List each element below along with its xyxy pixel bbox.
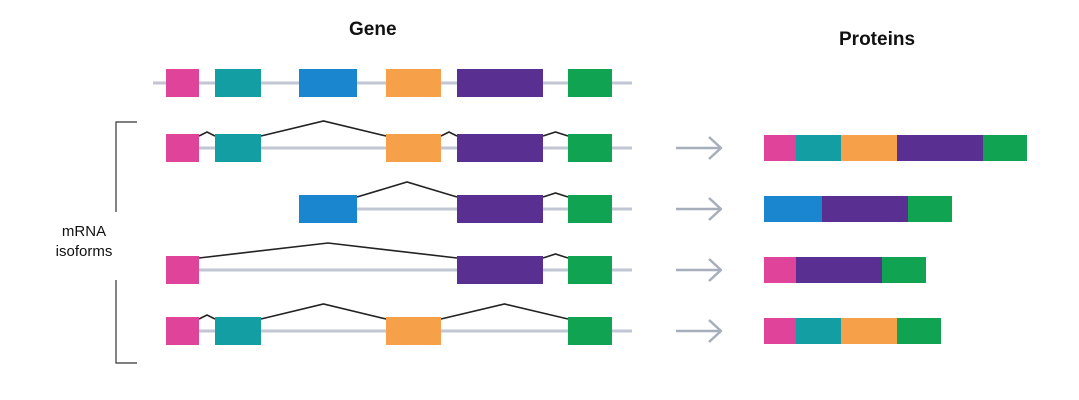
isoform-3-exon1-block [166,256,199,284]
isoform-3-exon5-block [457,256,543,284]
protein-3-exon6-segment [882,257,926,283]
side-label-line1: mRNA [61,223,107,240]
protein-3-exon1-segment [764,257,796,283]
isoform-2-splice-connector [356,181,458,198]
isoform-1-exon5-block [457,134,543,162]
protein-1-exon4-segment [841,135,897,161]
isoform-1-exon1-block [166,134,199,162]
isoform-1-exon6-block [568,134,612,162]
isoform-3-exon6-block [568,256,612,284]
gene-title: Gene [349,19,397,40]
gene-exon5-block [457,69,543,97]
protein-1-exon1-segment [764,135,796,161]
protein-1-exon2-segment [796,135,841,161]
isoform-2-splice-connector [542,192,569,198]
isoform-2-exon3-block [299,195,357,223]
protein-4-exon4-segment [841,318,897,344]
isoform-4-splice-connector [198,314,216,320]
gene-exon2-block [215,69,261,97]
isoform-3-splice-connector [542,253,569,259]
isoform-4-arrow-head [708,319,723,343]
protein-1-exon6-segment [983,135,1027,161]
protein-4-exon2-segment [796,318,841,344]
isoform-2-exon6-block [568,195,612,223]
isoform-4-exon2-block [215,317,261,345]
isoform-1-splice-connector [542,131,569,137]
side-label-line2: isoforms [55,243,113,260]
isoform-4-exon6-block [568,317,612,345]
gene-exon4-block [386,69,441,97]
isoforms-bracket-bottom [115,280,137,364]
isoform-1-arrow-head [708,136,723,160]
protein-2-exon3-segment [764,196,822,222]
isoform-4-exon4-block [386,317,441,345]
isoform-4-splice-connector [440,303,569,320]
protein-4-exon1-segment [764,318,796,344]
isoform-4-splice-connector [260,303,387,320]
isoform-1-splice-connector [198,131,216,137]
isoform-1-splice-connector [260,120,387,137]
isoform-2-arrow-head [708,197,723,221]
proteins-title: Proteins [839,29,916,50]
gene-exon1-block [166,69,199,97]
protein-4-exon6-segment [897,318,941,344]
gene-exon6-block [568,69,612,97]
gene-exon3-block [299,69,357,97]
isoforms-bracket-top [115,121,137,212]
isoform-1-exon4-block [386,134,441,162]
isoform-2-exon5-block [457,195,543,223]
protein-3-exon5-segment [796,257,882,283]
protein-2-exon6-segment [908,196,952,222]
protein-2-exon5-segment [822,196,908,222]
protein-1-exon5-segment [897,135,983,161]
isoform-3-splice-connector [198,242,458,259]
isoform-3-arrow-head [708,258,723,282]
isoform-1-exon2-block [215,134,261,162]
mrna-isoforms-label: mRNA isoforms [44,222,124,262]
isoform-4-exon1-block [166,317,199,345]
isoform-1-splice-connector [440,131,458,137]
